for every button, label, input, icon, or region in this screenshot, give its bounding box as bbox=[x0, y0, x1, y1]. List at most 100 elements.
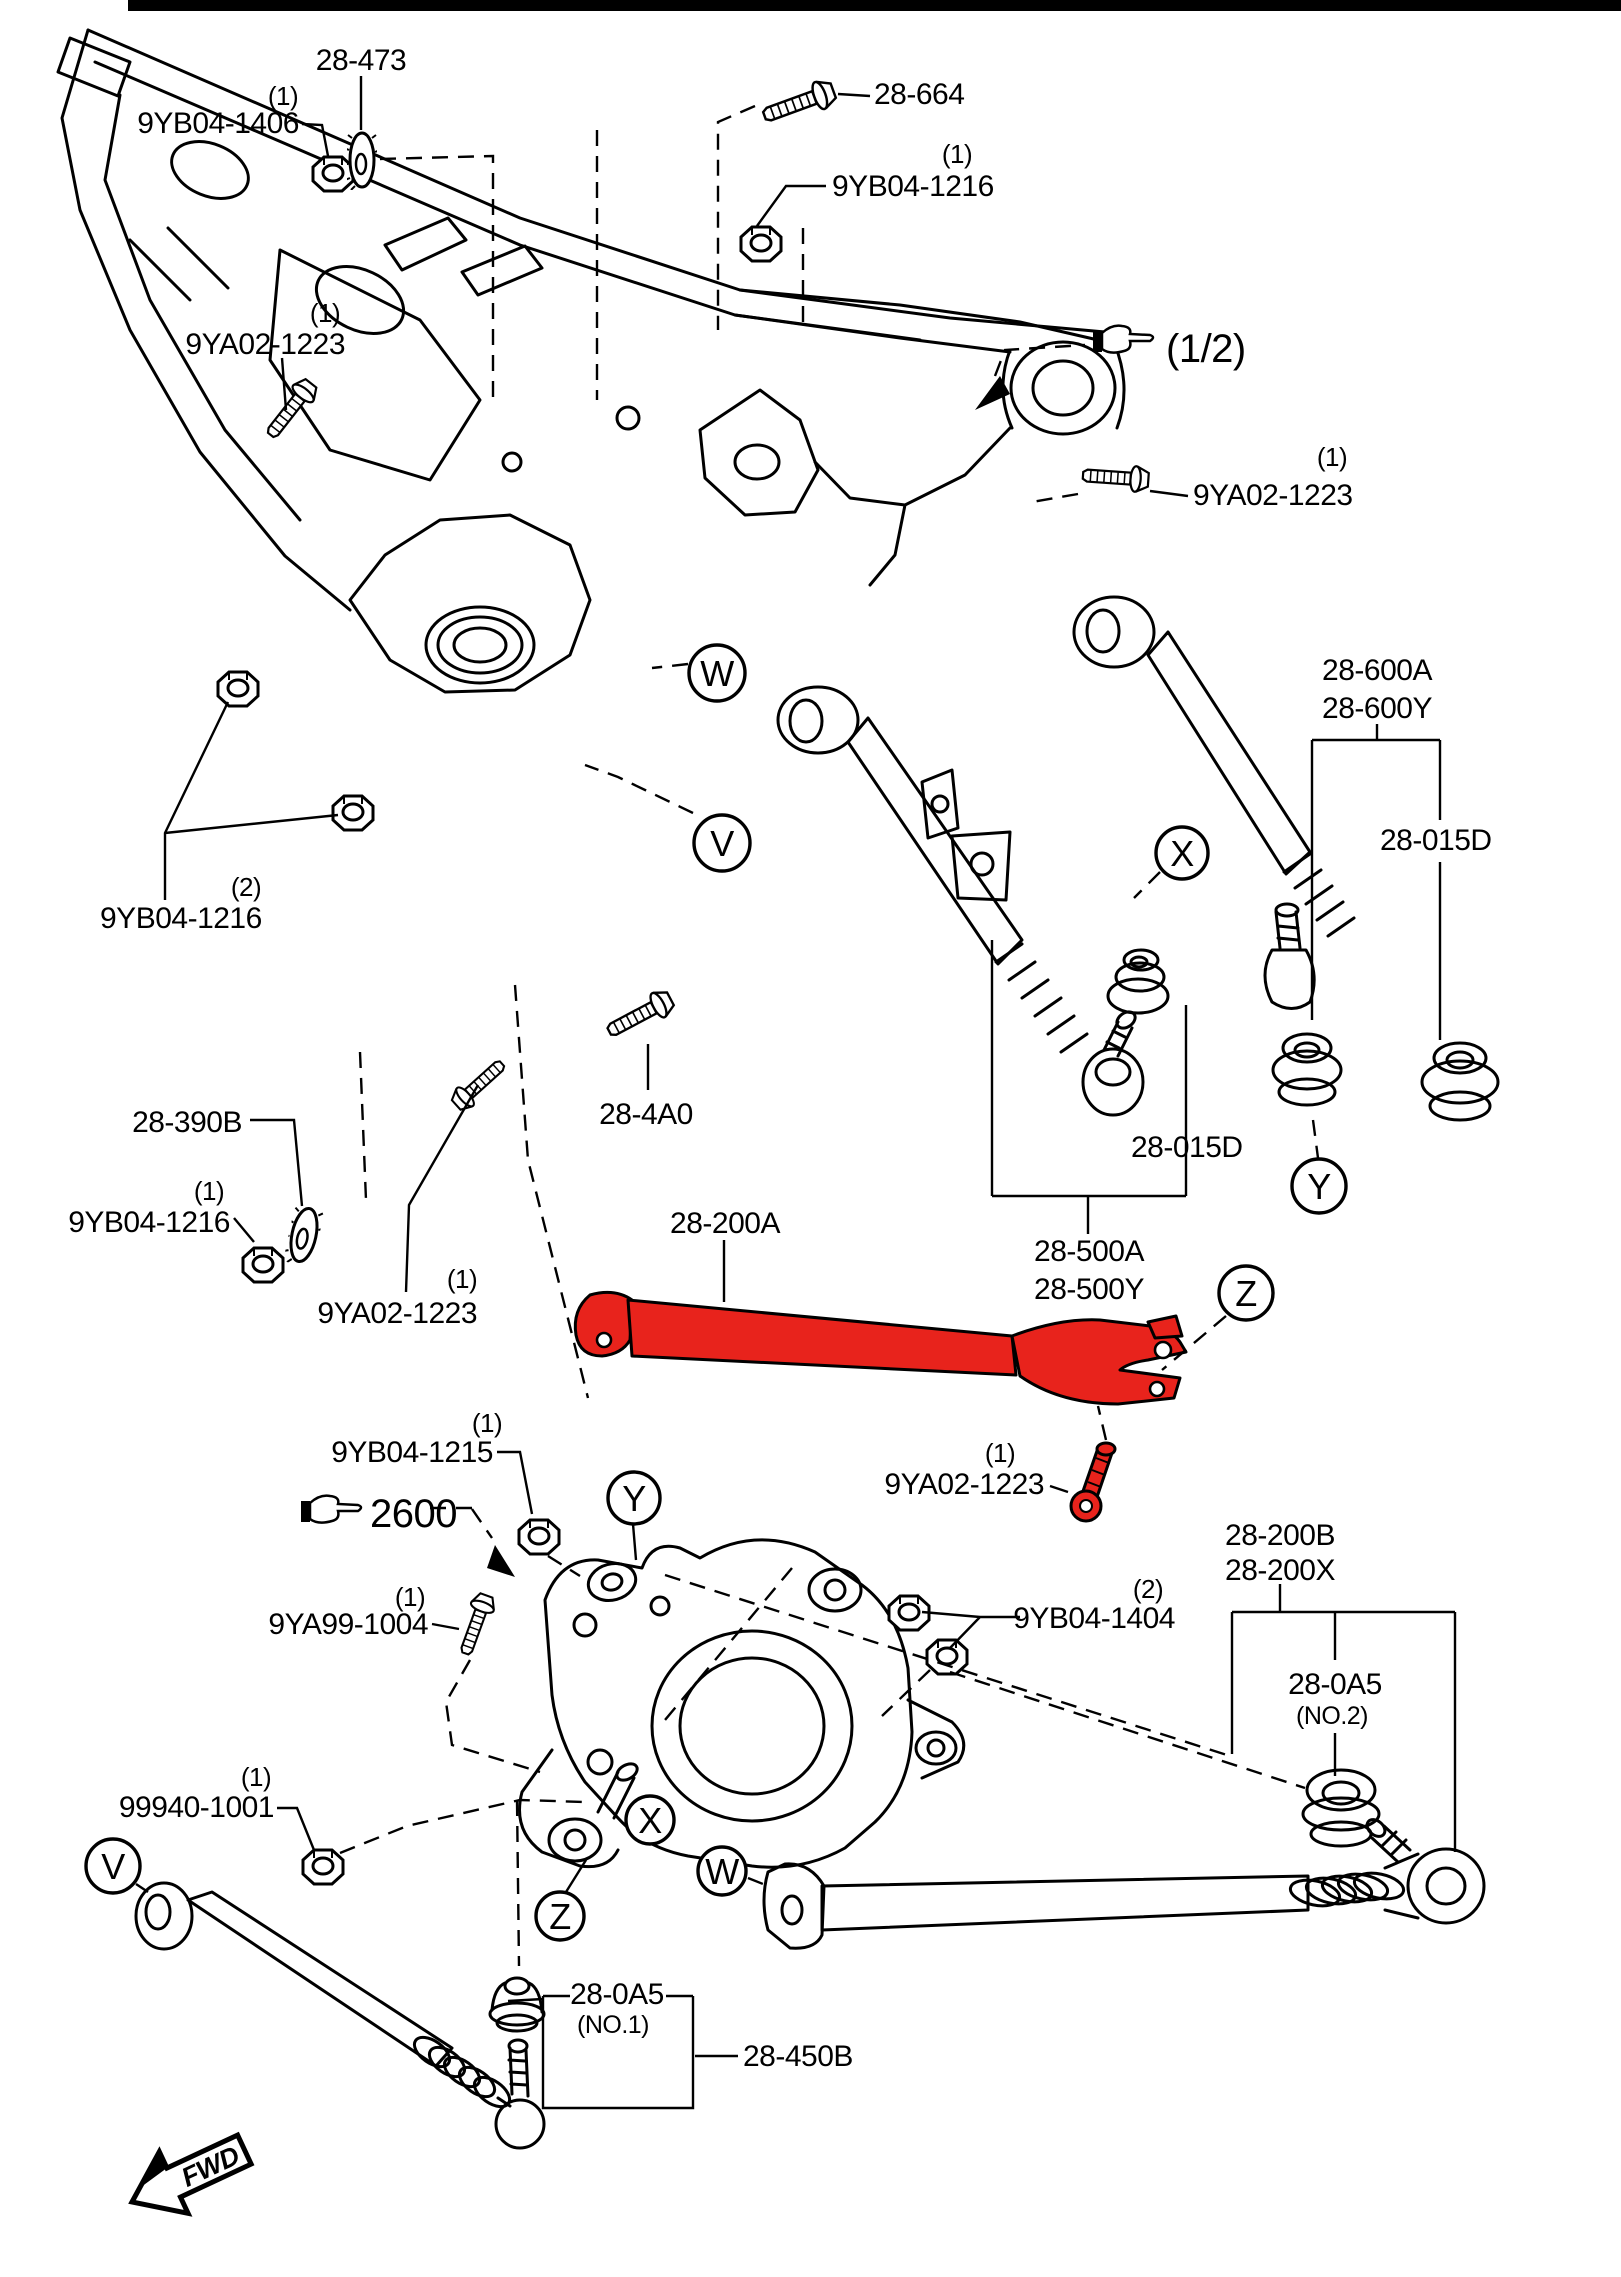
highlighted-link-28-200a[interactable] bbox=[573, 1290, 1188, 1406]
pointer-arrowhead bbox=[487, 1545, 515, 1577]
part-label-28-015d-right[interactable]: 28-015D bbox=[1380, 824, 1492, 857]
callout-circle-z-bottom[interactable]: Z bbox=[534, 1890, 586, 1942]
part-label-28-4a0[interactable]: 28-4A0 bbox=[599, 1098, 693, 1131]
qty-label: (1) bbox=[472, 1408, 502, 1438]
part-label-9ya02-1223-red[interactable]: 9YA02-1223 bbox=[884, 1468, 1044, 1501]
part-label-9yb04-1216-left2[interactable]: 9YB04-1216 bbox=[100, 902, 262, 935]
bolt-icon-28-664 bbox=[758, 76, 840, 131]
bolt-icon bbox=[453, 1590, 499, 1659]
hand-pointer-icon bbox=[300, 1494, 363, 1524]
part-label-28-600y[interactable]: 28-600Y bbox=[1322, 692, 1433, 725]
qty-label: (1) bbox=[310, 298, 340, 328]
lower-right-link-art bbox=[762, 1768, 1486, 1950]
label-backing bbox=[570, 1976, 666, 2040]
washer-icon bbox=[283, 1203, 325, 1268]
qty-label: (1) bbox=[1317, 442, 1347, 472]
qty-label: (2) bbox=[1133, 1574, 1163, 1604]
sub-label-28-0a5-no1[interactable]: 28-0A5 (NO.1) bbox=[570, 1976, 666, 2040]
part-label-28-500y[interactable]: 28-500Y bbox=[1034, 1273, 1145, 1306]
nut-icon bbox=[301, 1848, 345, 1886]
callout-circle-x-mid[interactable]: X bbox=[1154, 825, 1210, 881]
part-label-28-390b[interactable]: 28-390B bbox=[132, 1106, 242, 1139]
part-label-9yb04-1215[interactable]: 9YB04-1215 bbox=[331, 1436, 493, 1469]
part-label-28-473[interactable]: 28-473 bbox=[316, 44, 407, 77]
nut-icon bbox=[241, 1246, 285, 1284]
sub-label-28-0a5-no2[interactable]: 28-0A5 (NO.2) bbox=[1282, 1664, 1390, 1730]
sub-label-no1: (NO.1) bbox=[577, 2011, 649, 2039]
callout-letter: V bbox=[101, 1846, 125, 1887]
bolt-icon bbox=[1081, 461, 1151, 494]
callout-circle-v-bottom[interactable]: V bbox=[84, 1837, 142, 1895]
callout-letter: V bbox=[710, 823, 734, 864]
nut-icon bbox=[216, 670, 260, 708]
wheel-knuckle-art bbox=[518, 1538, 966, 1869]
part-label-28-0a5-no1[interactable]: 28-0A5 bbox=[570, 1978, 664, 2011]
bolt-icon-28-4a0 bbox=[601, 985, 678, 1045]
part-label-9yb04-1404[interactable]: 9YB04-1404 bbox=[1013, 1602, 1175, 1635]
part-label-28-664[interactable]: 28-664 bbox=[874, 78, 965, 111]
callout-letter: X bbox=[1170, 833, 1194, 874]
callout-circle-y-right[interactable]: Y bbox=[1290, 1157, 1348, 1215]
qty-label: (1) bbox=[447, 1264, 477, 1294]
label-leader-lines bbox=[135, 76, 1457, 2110]
nut-icon bbox=[517, 1518, 561, 1556]
callout-circles: W V X Y Z Y X W bbox=[84, 643, 1348, 1942]
part-label-9yb04-1216-upper[interactable]: 9YB04-1216 bbox=[832, 170, 994, 203]
fwd-direction-arrow: FWD bbox=[128, 2131, 255, 2217]
qty-label: (1) bbox=[395, 1582, 425, 1612]
upper-lateral-link-b-art bbox=[1072, 595, 1500, 1122]
part-label-28-200a[interactable]: 28-200A bbox=[670, 1207, 781, 1240]
bolt-icon bbox=[259, 374, 323, 444]
part-label-28-500a[interactable]: 28-500A bbox=[1034, 1235, 1145, 1268]
part-label-28-200b[interactable]: 28-200B bbox=[1225, 1519, 1335, 1552]
part-label-99940-1001[interactable]: 99940-1001 bbox=[119, 1791, 275, 1824]
highlighted-bolt-9ya02-1223[interactable] bbox=[1069, 1441, 1117, 1523]
qty-label: (1) bbox=[194, 1176, 224, 1206]
part-label-28-015d-mid[interactable]: 28-015D bbox=[1131, 1131, 1243, 1164]
callout-circle-x-bottom[interactable]: X bbox=[624, 1794, 676, 1846]
callout-letter: Y bbox=[622, 1478, 646, 1519]
part-label-28-200x[interactable]: 28-200X bbox=[1225, 1554, 1336, 1587]
rear-subframe-art bbox=[56, 28, 1126, 694]
callout-letter: Y bbox=[1307, 1166, 1331, 1207]
callout-letter: W bbox=[705, 1851, 739, 1892]
qty-label: (2) bbox=[231, 872, 261, 902]
qty-label: (1) bbox=[268, 81, 298, 111]
nut-icon bbox=[331, 794, 375, 832]
assembly-dashed-lines bbox=[339, 104, 1320, 1967]
callout-circle-z-right[interactable]: Z bbox=[1217, 1264, 1275, 1322]
callout-circle-y-mid[interactable]: Y bbox=[606, 1470, 662, 1526]
label-backing bbox=[1282, 1664, 1390, 1730]
hand-pointer-icon bbox=[1092, 324, 1155, 354]
callout-letter: W bbox=[700, 653, 734, 694]
part-label-9yb04-1216-left1[interactable]: 9YB04-1216 bbox=[68, 1206, 230, 1239]
part-label-28-600a[interactable]: 28-600A bbox=[1322, 654, 1433, 687]
nut-icon bbox=[311, 155, 355, 193]
nut-icon bbox=[925, 1638, 969, 1676]
part-label-9ya99-1004[interactable]: 9YA99-1004 bbox=[268, 1608, 428, 1641]
part-label-9ya02-1223-upper-left[interactable]: 9YA02-1223 bbox=[185, 328, 345, 361]
part-label-9ya02-1223-right[interactable]: 9YA02-1223 bbox=[1193, 479, 1353, 512]
callout-circle-w-upper[interactable]: W bbox=[687, 643, 747, 703]
part-label-9yb04-1406[interactable]: 9YB04-1406 bbox=[137, 107, 299, 140]
callout-letter: X bbox=[638, 1800, 662, 1841]
part-label-28-0a5-no2[interactable]: 28-0A5 bbox=[1288, 1668, 1382, 1701]
lower-left-link-art bbox=[134, 1881, 546, 2150]
upper-lateral-link-art bbox=[776, 685, 1170, 1117]
callout-circle-v-upper[interactable]: V bbox=[692, 813, 752, 873]
part-label-28-450b[interactable]: 28-450B bbox=[743, 2040, 853, 2073]
pointer-arrowhead bbox=[975, 376, 1010, 410]
qty-label: (1) bbox=[241, 1762, 271, 1792]
nut-icon bbox=[739, 225, 783, 263]
part-labels: 28-473 (1) 9YB04-1406 28-664 (1) 9YB04-1… bbox=[68, 44, 1492, 2073]
ref-label-half: (1/2) bbox=[1166, 327, 1246, 371]
page-border bbox=[128, 0, 1621, 11]
bolt-icon bbox=[447, 1053, 512, 1115]
ref-label-2600[interactable]: 2600 bbox=[370, 1492, 457, 1536]
part-label-9ya02-1223-mid[interactable]: 9YA02-1223 bbox=[317, 1297, 477, 1330]
callout-circle-w-bottom[interactable]: W bbox=[696, 1845, 748, 1897]
callout-letter: Z bbox=[1235, 1273, 1257, 1314]
sub-label-no2: (NO.2) bbox=[1296, 1702, 1368, 1730]
